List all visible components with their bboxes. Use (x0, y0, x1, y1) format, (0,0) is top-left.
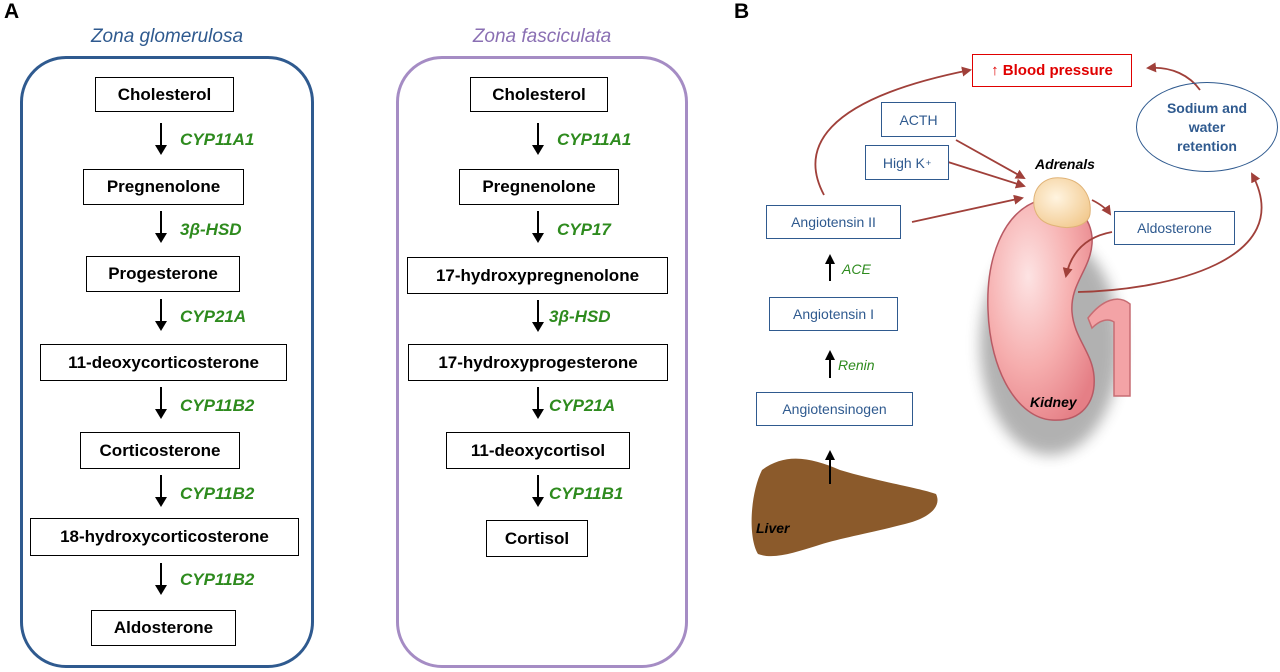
angiotensin-ii-box: Angiotensin II (766, 205, 901, 239)
zf-arrow-3 (532, 300, 544, 332)
zg-step-pregnenolone: Pregnenolone (83, 169, 244, 205)
zf-arrow-4 (532, 387, 544, 419)
high-k-box: High K+ (865, 145, 949, 180)
zg-step-aldosterone: Aldosterone (91, 610, 236, 646)
zg-arrow-2 (155, 211, 167, 243)
zf-step-pregnenolone: Pregnenolone (459, 169, 619, 205)
zg-arrow-4 (155, 387, 167, 419)
zf-arrow-1 (532, 123, 544, 155)
panel-a-letter: A (4, 0, 20, 23)
zg-enzyme-6: CYP11B2 (180, 570, 255, 589)
zf-step-11-deoxycortisol: 11-deoxycortisol (446, 432, 630, 469)
kidney-label: Kidney (1030, 394, 1077, 410)
zf-enzyme-5: CYP11B1 (549, 484, 624, 503)
zg-arrow-5 (155, 475, 167, 507)
panel-b-letter: B (734, 0, 750, 23)
high-k-label: High K (882, 154, 925, 171)
zg-step-11-deoxycorticosterone: 11-deoxycorticosterone (40, 344, 287, 381)
angiotensin-i-box: Angiotensin I (769, 297, 898, 331)
zf-enzyme-3: 3β-HSD (549, 307, 611, 326)
zg-enzyme-4: CYP11B2 (180, 396, 255, 415)
zf-enzyme-1: CYP11A1 (557, 130, 632, 149)
high-k-superscript: + (925, 157, 932, 168)
zf-enzyme-4: CYP21A (549, 396, 616, 415)
kidney-shape (987, 198, 1095, 421)
zf-arrow-5 (532, 475, 544, 507)
ace-label: ACE (842, 261, 871, 277)
sodium-water-retention-ellipse: Sodium and water retention (1136, 82, 1278, 172)
zg-step-corticosterone: Corticosterone (80, 432, 240, 469)
zf-step-17-hydroxyprogesterone: 17-hydroxyprogesterone (408, 344, 668, 381)
liver-shape (751, 458, 938, 557)
zg-enzyme-5: CYP11B2 (180, 484, 255, 503)
zf-step-cortisol: Cortisol (486, 520, 588, 557)
sodium-water-retention-label: Sodium and water retention (1166, 99, 1248, 154)
renin-label: Renin (838, 357, 875, 373)
zf-step-cholesterol: Cholesterol (470, 77, 608, 112)
adrenals-label: Adrenals (1035, 156, 1095, 172)
zf-enzyme-2: CYP17 (557, 220, 611, 239)
zg-arrow-6 (155, 563, 167, 595)
zg-arrow-1 (155, 123, 167, 155)
acth-box: ACTH (881, 102, 956, 137)
zg-step-cholesterol: Cholesterol (95, 77, 234, 112)
zg-step-18-hydroxycorticosterone: 18-hydroxycorticosterone (30, 518, 299, 556)
zg-enzyme-2: 3β-HSD (180, 220, 242, 239)
zona-fasciculata-title: Zona fasciculata (472, 26, 612, 47)
zg-enzyme-1: CYP11A1 (180, 130, 255, 149)
adrenal-shape (1033, 177, 1091, 228)
blood-pressure-box: ↑ Blood pressure (972, 54, 1132, 87)
zg-arrow-3 (155, 299, 167, 331)
zg-enzyme-3: CYP21A (180, 307, 247, 326)
liver-label: Liver (756, 520, 790, 536)
zona-glomerulosa-title: Zona glomerulosa (90, 26, 244, 47)
aldosterone-box: Aldosterone (1114, 211, 1235, 245)
zf-arrow-2 (532, 211, 544, 243)
zf-step-17-hydroxypregnenolone: 17-hydroxypregnenolone (407, 257, 668, 294)
zg-step-progesterone: Progesterone (86, 256, 240, 292)
ureter-shape (1087, 298, 1131, 397)
angiotensinogen-box: Angiotensinogen (756, 392, 913, 426)
